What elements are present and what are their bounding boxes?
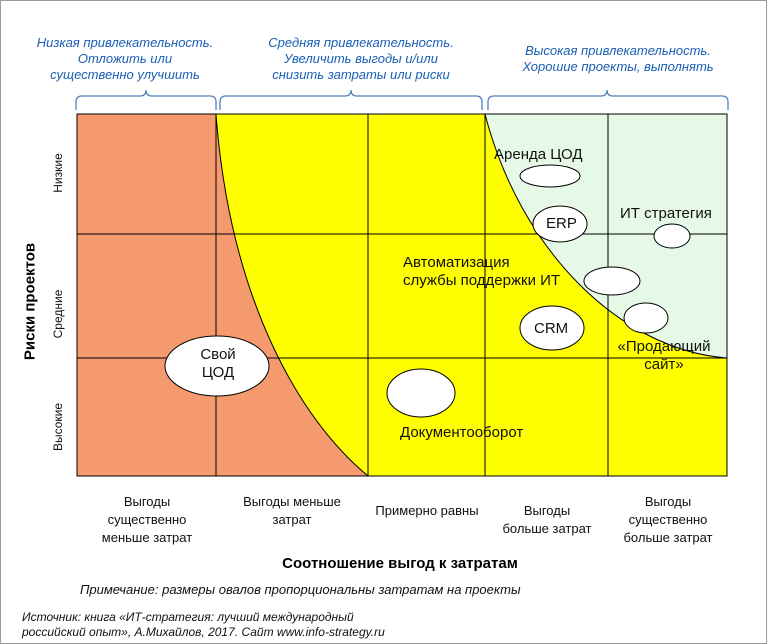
footnote: Примечание: размеры овалов пропорциональ…: [80, 582, 521, 597]
oval-arenda: [519, 164, 581, 188]
project-ovals: [164, 164, 691, 418]
header-mid-attractiveness: Средняя привлекательность.Увеличить выго…: [268, 35, 454, 82]
header-braces: [75, 89, 729, 110]
oval-crm: [519, 305, 585, 351]
label-crm: CRM: [534, 320, 569, 337]
zone-boundary-curve: [215, 113, 369, 477]
oval-erp: [532, 205, 588, 243]
oval-automation: [583, 266, 641, 296]
column-label-3: Примерно равны: [375, 503, 479, 518]
grid-lines: [76, 113, 728, 477]
header-high-attractiveness: Высокая привлекательность.Хорошие проект…: [522, 43, 714, 74]
label-erp: ERP: [546, 215, 577, 232]
label-it-strategy: ИТ стратегия: [620, 205, 712, 222]
row-label-medium: Средние: [51, 289, 65, 339]
oval-docflow: [386, 368, 456, 418]
row-label-high: Высокие: [51, 402, 65, 452]
source-citation: Источник: книга «ИТ-стратегия: лучший ме…: [22, 610, 385, 639]
zone-boundary-curve-high: [484, 113, 728, 359]
oval-own-dc: [164, 335, 270, 397]
label-docflow: Документооборот: [400, 424, 524, 441]
row-label-low: Низкие: [51, 153, 65, 193]
x-axis-title: Соотношение выгод к затратам: [282, 555, 518, 572]
label-arenda: Аренда ЦОД: [494, 146, 583, 163]
oval-sale-site: [623, 302, 669, 334]
y-axis-title: Риски проектов: [21, 242, 39, 361]
oval-it-strategy: [653, 223, 691, 249]
